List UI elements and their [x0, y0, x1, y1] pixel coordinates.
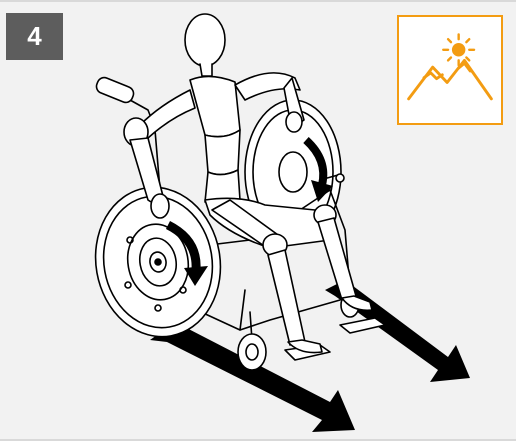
step-number-badge: 4 — [6, 13, 63, 60]
mountain-sun-icon — [399, 17, 501, 123]
image-placeholder-icon[interactable] — [397, 15, 503, 125]
sun-icon — [443, 34, 474, 65]
front-caster-left — [238, 312, 266, 370]
footrest-right — [340, 318, 385, 333]
